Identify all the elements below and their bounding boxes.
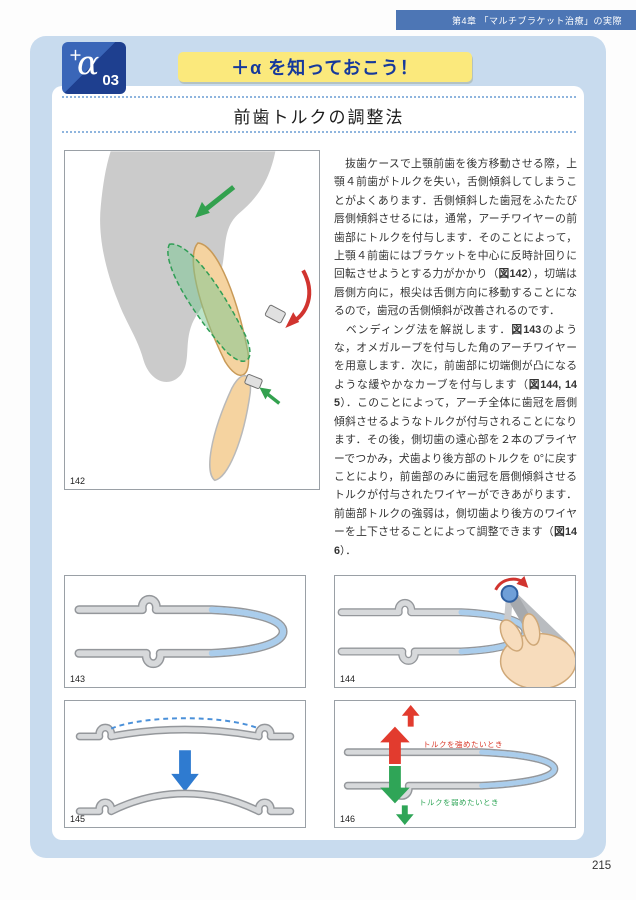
small-red-up-arrow (401, 704, 420, 727)
wire-after-body (77, 791, 293, 814)
weaken-torque-label: トルクを弱めたいとき (419, 798, 499, 807)
archwire-illustration (74, 594, 288, 669)
chapter-header-bar: 第4章 「マルチブラケット治療」の実際 (396, 10, 636, 30)
text-segment: 抜歯ケースで上顎前歯を後方移動させる際，上顎４前歯がトルクを失い，舌側傾斜してし… (334, 158, 577, 281)
wire-before-body (77, 725, 293, 739)
blue-down-arrow (171, 750, 199, 792)
figure-145: 145 (64, 700, 306, 828)
archwire-body (75, 596, 287, 667)
paragraph-2: ベンディング法を解説します．図143のような，オメガループを付与した角のアーチワ… (334, 321, 577, 560)
text-segment: ）． (340, 544, 357, 557)
section-banner: ＋α を知っておこう！ (178, 52, 472, 82)
dotted-divider-bottom (62, 131, 576, 133)
red-rotation-arrowhead (285, 312, 300, 328)
large-green-down-arrow (380, 765, 410, 804)
wire-bending-illustration (75, 717, 295, 816)
figure-143: 143 (64, 575, 306, 688)
badge-number: 03 (102, 72, 119, 89)
incisor-rotated-position (167, 243, 251, 362)
figure-144: 144 (334, 575, 576, 688)
figure-caption: 145 (70, 814, 86, 824)
text-segment: ベンディング法を解説します． (334, 323, 512, 336)
strengthen-torque-label: トルクを強めたいとき (423, 740, 503, 749)
bracket-upper (264, 304, 286, 324)
chapter-title: 第4章 「マルチブラケット治療」の実際 (451, 15, 622, 26)
figure-142: 142 (64, 150, 320, 490)
dotted-divider-top (62, 96, 576, 98)
paragraph-1: 抜歯ケースで上顎前歯を後方移動させる際，上顎４前歯がトルクを失い，舌側傾斜してし… (334, 155, 577, 321)
target-curve-dashed (110, 717, 260, 730)
archwire-body (338, 600, 529, 664)
text-segment: ），切端は唇側方向に，根尖は舌側方向に移動することになるので，歯冠の舌側傾斜が改… (334, 268, 577, 318)
badge-alpha: α (77, 43, 100, 82)
torque-adjustment-illustration (343, 704, 559, 826)
anterior-curve-highlight (208, 606, 287, 657)
green-force-arrow (202, 185, 236, 213)
figure-reference: 図144, 145 (334, 378, 577, 410)
small-green-down-arrow (395, 805, 414, 826)
figure-caption: 144 (340, 674, 356, 684)
figure-reference: 図143 (511, 323, 542, 336)
green-force-arrowhead (194, 201, 210, 218)
plus-alpha-badge: ＋ α 03 (62, 42, 126, 94)
pliers-grip-illustration (337, 576, 575, 687)
page-title: 前歯トルクの調整法 (233, 108, 405, 127)
text-segment: のような，オメガループを付与した角のアーチワイヤーを用意します．次に，前歯部に切… (334, 323, 578, 391)
page-number: 215 (592, 860, 612, 872)
figure-reference: 図146 (334, 526, 578, 557)
large-red-up-arrow (380, 726, 410, 764)
figure-146: トルクを強めたいとき トルクを弱めたいとき 146 (334, 700, 576, 828)
red-rotation-arrowhead (516, 576, 529, 588)
anterior-curve-highlight (479, 749, 557, 789)
text-segment: ）．このことによって，アーチ全体に歯冠を唇側傾斜させるようなトルクが付与されるこ… (334, 397, 577, 539)
body-text: 抜歯ケースで上顎前歯を後方移動させる際，上顎４前歯がトルクを失い，舌側傾斜してし… (334, 155, 577, 560)
hand (499, 613, 575, 687)
figure-caption: 146 (340, 814, 356, 824)
banner-title: ＋α を知っておこう！ (231, 58, 419, 78)
archwire-outline (343, 748, 559, 800)
figure-caption: 143 (70, 674, 86, 684)
tooth-torque-illustration (100, 151, 312, 482)
figure-reference: 図142 (498, 268, 528, 281)
green-small-arrowhead (259, 387, 272, 400)
figure-caption: 142 (70, 476, 86, 486)
bracket-lower (244, 374, 263, 389)
lower-incisor (209, 374, 252, 482)
plier-pivot-bead (500, 584, 519, 603)
badge-plus: ＋ (69, 48, 83, 63)
